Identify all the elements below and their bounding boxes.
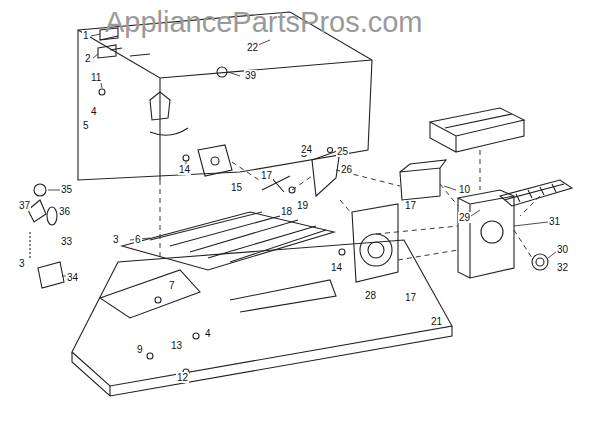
evaporator-plate [122, 212, 334, 270]
callout-number: 3 [18, 258, 26, 269]
assembly-lines [160, 150, 540, 260]
watermark: AppliancePartsPros.com [105, 6, 423, 38]
fan-hub [368, 242, 384, 258]
motor [198, 145, 232, 176]
callout-number: 29 [458, 212, 471, 223]
callout-number: 36 [58, 206, 71, 217]
screw [339, 249, 345, 255]
callout-number: 39 [244, 70, 257, 81]
callout-number: 11 [90, 72, 102, 83]
ice-bin [400, 160, 446, 200]
wire [150, 128, 188, 135]
callout-number: 30 [556, 244, 569, 255]
tray-rim [72, 326, 452, 396]
callout-number: 19 [296, 200, 309, 211]
callout-number: 13 [170, 340, 183, 351]
clip [155, 297, 161, 303]
bulb [47, 207, 57, 225]
callout-number: 18 [280, 206, 293, 217]
callout-number: 4 [204, 328, 212, 339]
housing-edges [78, 30, 372, 180]
tray-cover [100, 270, 200, 318]
fan-housing [458, 190, 514, 278]
callout-number: 5 [82, 120, 90, 131]
callout-number: 14 [330, 262, 343, 273]
callout-number: 37 [18, 200, 31, 211]
callout-number: 17 [260, 170, 273, 181]
screw [328, 148, 333, 153]
callout-number: 10 [458, 184, 471, 195]
fan-opening [360, 234, 392, 266]
callout-number: 7 [168, 280, 176, 291]
knob-center [536, 258, 544, 266]
callout-number: 17 [404, 200, 417, 211]
screw [183, 155, 189, 161]
plate-fins [150, 212, 326, 262]
callout-number: 28 [364, 290, 377, 301]
screw [147, 353, 153, 359]
callout-number: 14 [178, 164, 191, 175]
motor-shaft [211, 157, 219, 165]
knob [532, 254, 548, 270]
housing-opening [150, 92, 170, 120]
callout-number: 1 [82, 30, 90, 41]
callout-number: 34 [66, 272, 79, 283]
callout-number: 24 [300, 144, 313, 155]
callout-number: 22 [246, 42, 259, 53]
callout-number: 32 [556, 262, 569, 273]
tray-channel [230, 280, 336, 312]
grommet [217, 67, 227, 77]
callout-number: 31 [548, 216, 561, 227]
callout-number: 4 [90, 106, 98, 117]
socket [34, 184, 46, 196]
housing-port [481, 221, 503, 243]
callout-number: 21 [430, 316, 443, 327]
callout-number: 12 [176, 372, 189, 383]
callout-number: 2 [84, 53, 92, 64]
callout-number: 25 [336, 146, 349, 157]
callout-number: 35 [60, 184, 73, 195]
callout-number: 6 [134, 234, 142, 245]
spring [29, 232, 30, 258]
ice-cube-tray [500, 180, 572, 206]
light-shield [38, 262, 64, 288]
callout-number: 9 [136, 344, 144, 355]
callout-number: 26 [340, 164, 353, 175]
drain-tray [72, 240, 452, 386]
screw [99, 89, 105, 95]
ice-tray [430, 108, 524, 152]
leader-lines [48, 34, 556, 276]
callout-number: 3 [112, 234, 120, 245]
callout-number: 33 [60, 236, 73, 247]
callout-number: 15 [230, 182, 243, 193]
screw [193, 333, 199, 339]
callout-number: 17 [404, 292, 417, 303]
